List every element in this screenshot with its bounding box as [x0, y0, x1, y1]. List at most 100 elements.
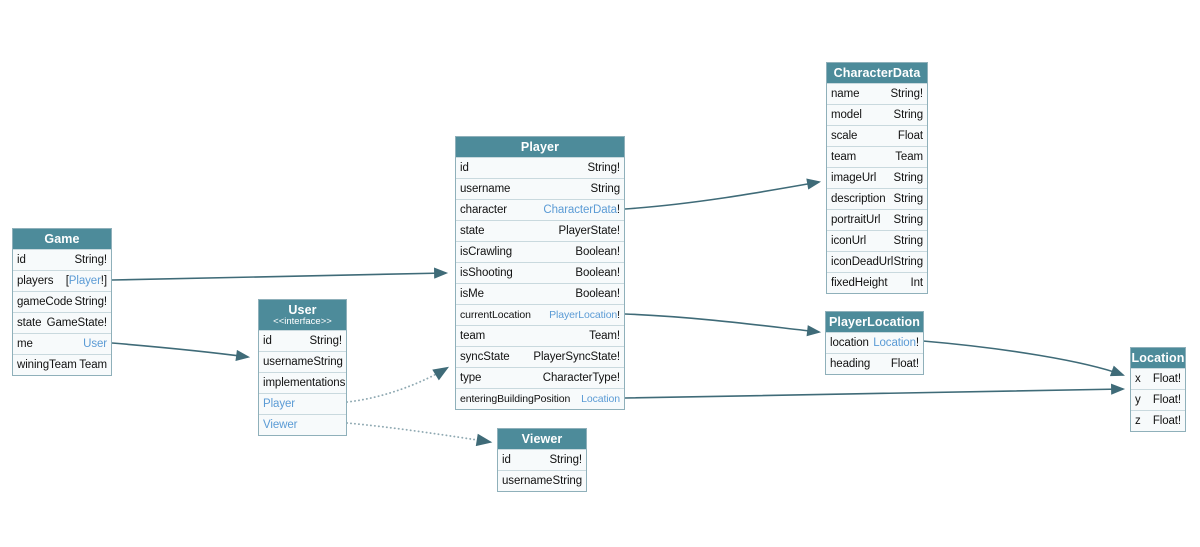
field-type: [Player!] — [66, 275, 107, 287]
field-name: description — [831, 193, 886, 205]
field-name: isCrawling — [460, 246, 513, 258]
field-type: String — [552, 475, 583, 487]
type-text: String — [893, 109, 924, 121]
field-row-description: description String — [827, 188, 927, 209]
entity-header-user[interactable]: User<<interface>> — [259, 300, 346, 330]
field-name: team — [831, 151, 857, 163]
type-link[interactable]: Player — [68, 275, 101, 287]
type-text: Boolean! — [575, 288, 620, 300]
field-type: CharacterData! — [543, 204, 620, 216]
field-row-portraiturl: portraitUrl String — [827, 209, 927, 230]
type-text: ! — [616, 204, 620, 216]
implementation-link[interactable]: Player — [263, 398, 295, 410]
field-type: String — [313, 356, 343, 368]
field-name: enteringBuildingPosition — [460, 393, 571, 405]
edge-game-me-to-user — [111, 342, 251, 362]
type-link[interactable]: Location — [581, 393, 620, 405]
type-link[interactable]: PlayerLocation — [549, 309, 618, 321]
type-text: String! — [549, 454, 582, 466]
entity-header-game[interactable]: Game — [13, 229, 111, 249]
field-name: imageUrl — [831, 172, 877, 184]
field-name: team — [460, 330, 486, 342]
entity-header-player[interactable]: Player — [456, 137, 624, 157]
type-link[interactable]: User — [83, 338, 107, 350]
field-name: portraitUrl — [831, 214, 881, 226]
field-name: location — [830, 337, 869, 349]
field-row-iscrawling: isCrawling Boolean! — [456, 241, 624, 262]
field-type: String — [894, 193, 924, 205]
field-name: state — [17, 317, 42, 329]
edge-player-enteringbuildingposition-to-location — [624, 383, 1126, 399]
implementation-link[interactable]: Viewer — [263, 419, 298, 431]
entity-title: Viewer — [521, 431, 563, 446]
entity-header-viewer[interactable]: Viewer — [498, 429, 586, 449]
edge-playerlocation-location-to-location — [922, 340, 1125, 377]
field-name: name — [831, 88, 860, 100]
type-text: Team! — [589, 330, 620, 342]
field-type: Boolean! — [575, 288, 620, 300]
field-row-player[interactable]: Player — [259, 393, 346, 414]
field-row-location[interactable]: location Location! — [826, 332, 923, 353]
entity-header-playerlocation[interactable]: PlayerLocation — [826, 312, 923, 332]
field-row-viewer[interactable]: Viewer — [259, 414, 346, 435]
field-row-heading: heading Float! — [826, 353, 923, 374]
type-text: String — [893, 256, 924, 268]
field-type: String! — [309, 335, 342, 347]
field-name: heading — [830, 358, 871, 370]
field-name: x — [1135, 373, 1141, 385]
field-type: Location! — [873, 337, 919, 349]
type-link[interactable]: CharacterData — [543, 204, 617, 216]
field-type: String! — [549, 454, 582, 466]
field-row-enteringbuildingposition[interactable]: enteringBuildingPosition Location — [456, 388, 624, 409]
field-name: iconUrl — [831, 235, 867, 247]
type-link[interactable]: Location — [873, 337, 916, 349]
field-row-me[interactable]: me User — [13, 333, 111, 354]
field-type: Boolean! — [575, 246, 620, 258]
field-type: String — [894, 172, 924, 184]
type-text: String — [552, 475, 583, 487]
entity-header-characterdata[interactable]: CharacterData — [827, 63, 927, 83]
field-name: fixedHeight — [831, 277, 888, 289]
edge-user-viewer-to-viewer — [346, 422, 493, 447]
entity-title: CharacterData — [833, 65, 921, 80]
field-type: String! — [74, 296, 107, 308]
field-row-syncstate: syncState PlayerSyncState! — [456, 346, 624, 367]
type-text: [ — [65, 275, 69, 287]
entity-header-location[interactable]: Location — [1131, 348, 1185, 368]
entity-title: User — [288, 302, 317, 317]
field-type: String — [894, 214, 924, 226]
field-row-fixedheight: fixedHeight Int — [827, 272, 927, 293]
field-name: state — [460, 225, 485, 237]
field-name: me — [17, 338, 33, 350]
entity-title: Game — [44, 231, 80, 246]
type-text: Float! — [1152, 373, 1181, 385]
type-text: Float — [897, 130, 923, 142]
type-text: PlayerSyncState! — [533, 351, 620, 363]
field-type: Float! — [1153, 373, 1181, 385]
field-row-state: state GameState! — [13, 312, 111, 333]
type-text: Boolean! — [575, 246, 620, 258]
field-type: User — [83, 338, 107, 350]
field-row-players[interactable]: players[Player!] — [13, 270, 111, 291]
field-name: syncState — [460, 351, 510, 363]
type-text: ! — [915, 337, 919, 349]
type-text: Int — [910, 277, 924, 289]
type-text: CharacterType! — [542, 372, 620, 384]
field-type: CharacterType! — [543, 372, 620, 384]
field-row-x: x Float! — [1131, 368, 1185, 389]
field-type: Boolean! — [575, 267, 620, 279]
field-type: GameState! — [47, 317, 107, 329]
type-text: Float! — [890, 358, 919, 370]
entity-title: Player — [520, 139, 560, 154]
edge-game-players-to-player — [111, 267, 449, 281]
type-text: String! — [587, 162, 620, 174]
